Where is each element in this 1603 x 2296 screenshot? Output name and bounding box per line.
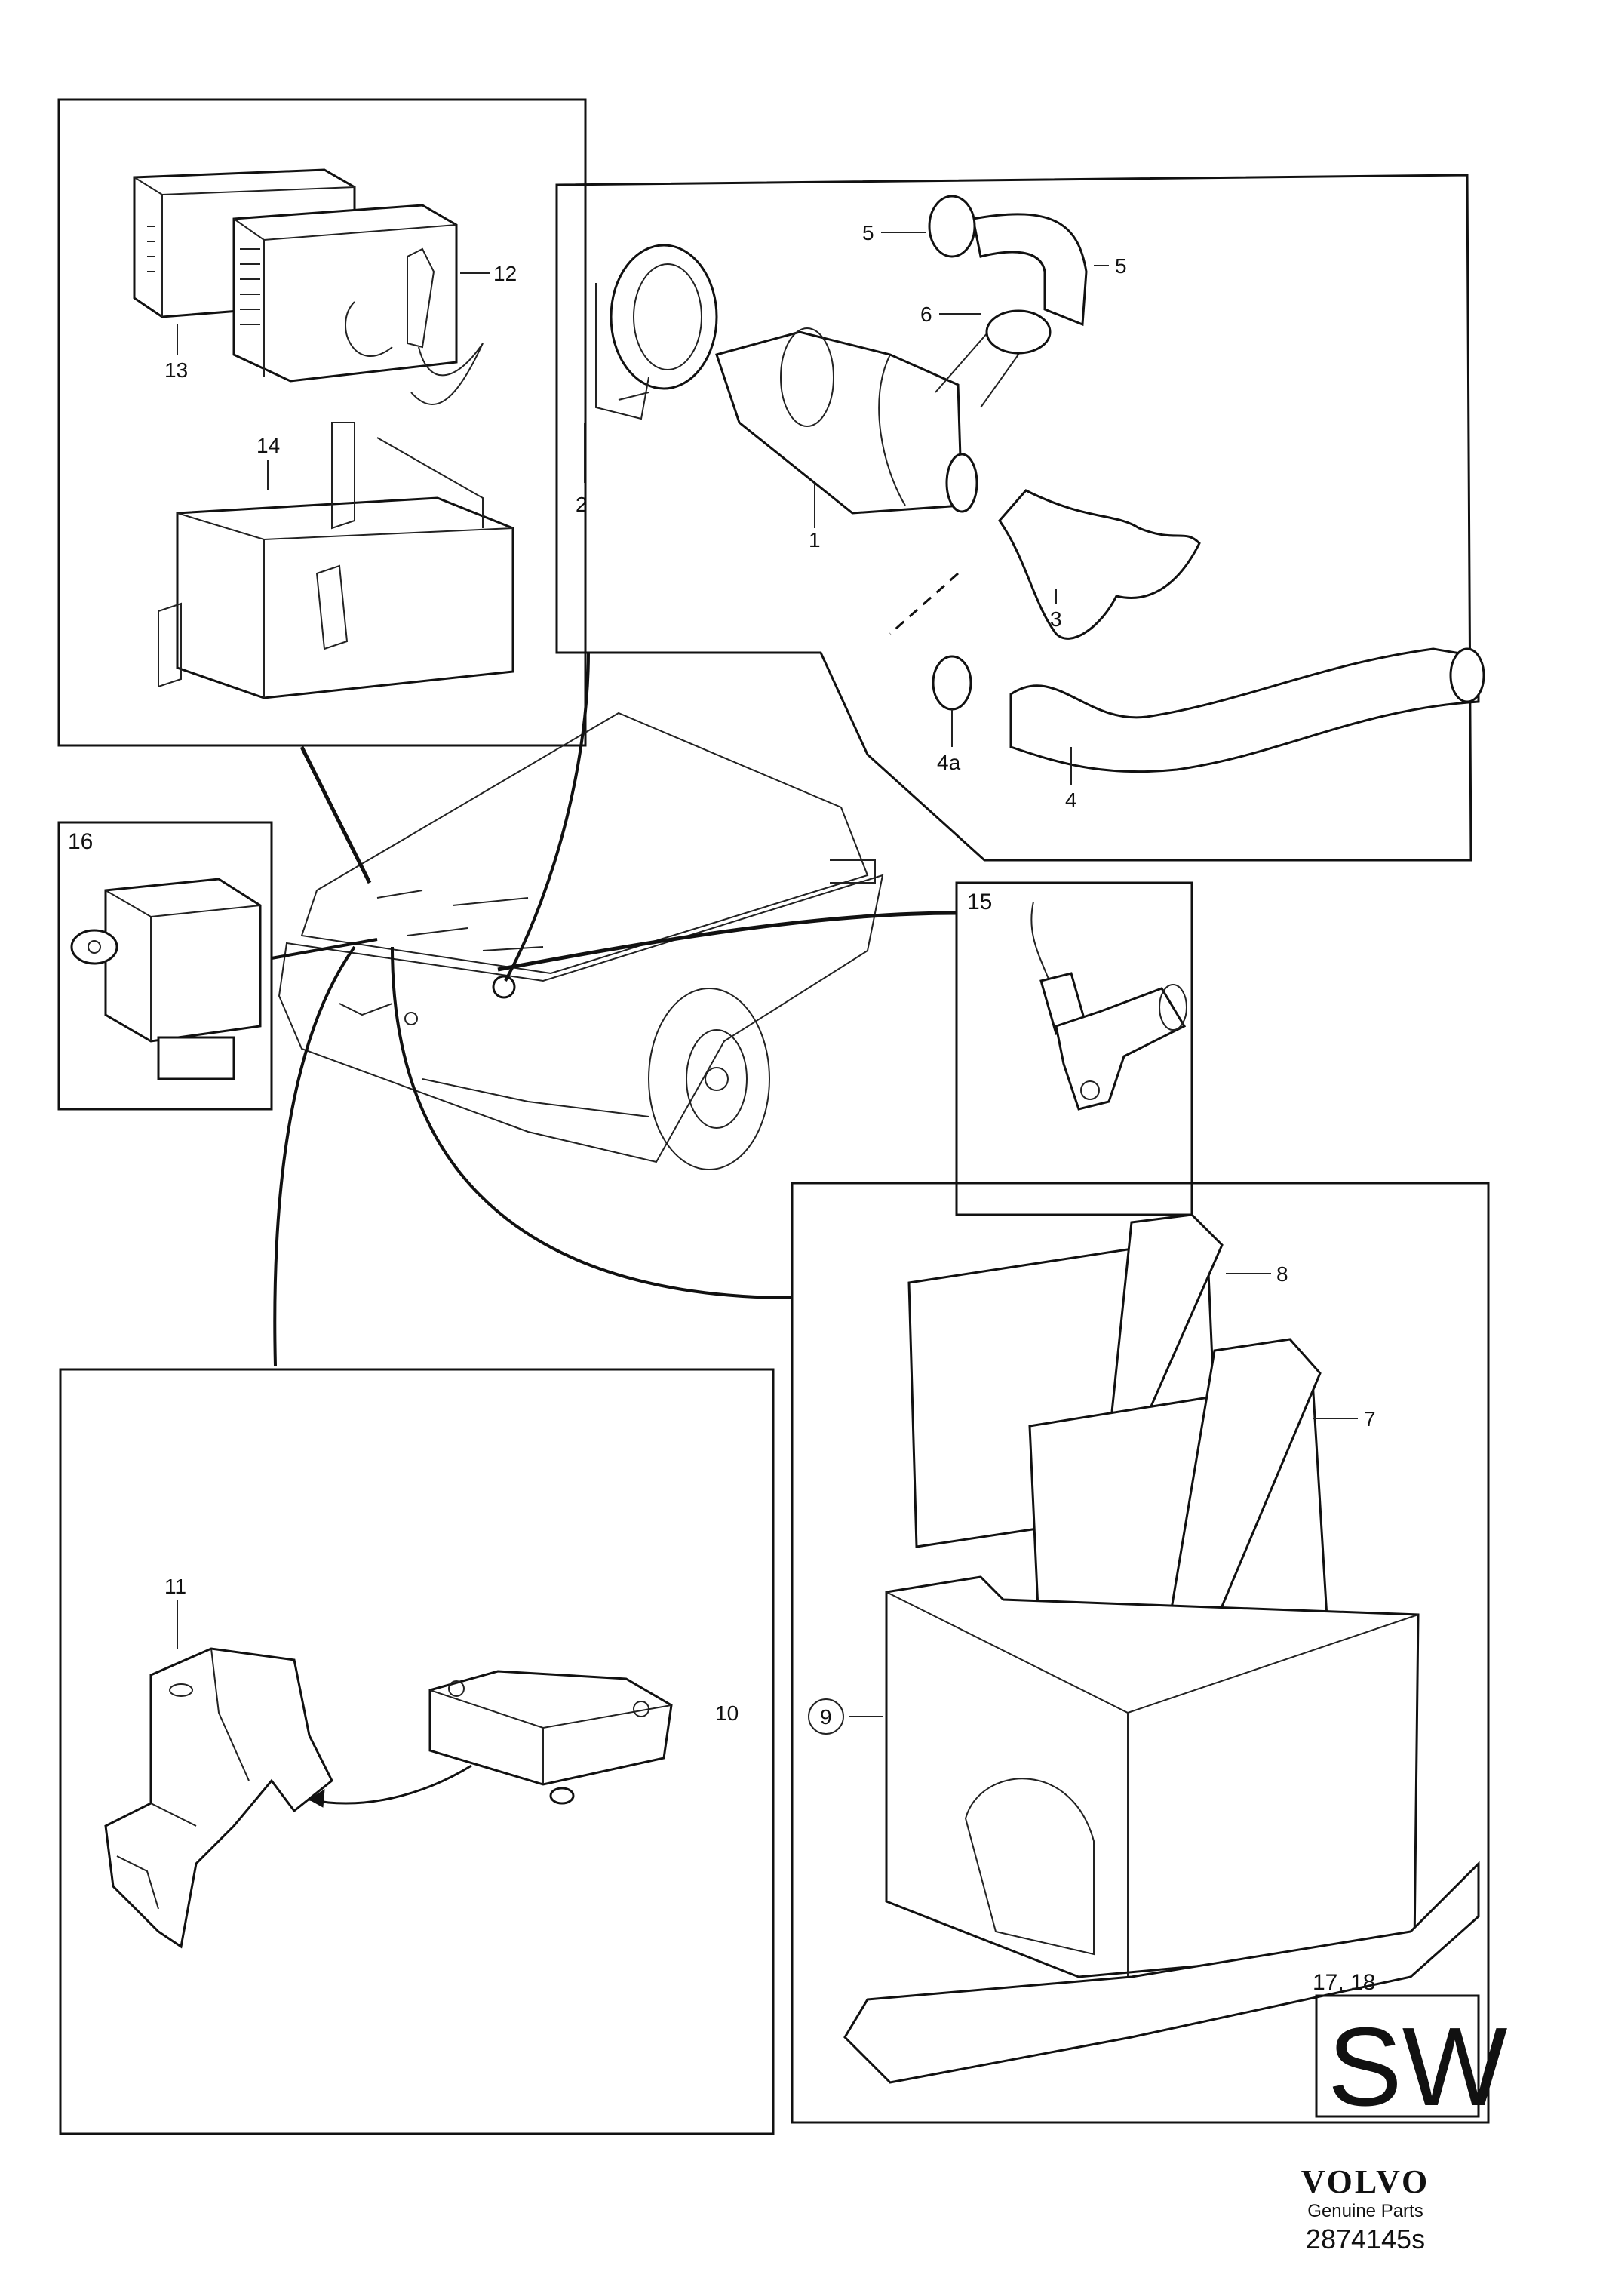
panel-relays: 12 13 14: [57, 98, 587, 747]
variant-models: 17, 18: [1313, 1970, 1375, 1995]
tray-9-drawing: [843, 1575, 1480, 2084]
clamp-6-top-drawing: [928, 195, 976, 258]
sensor-15-drawing: [1030, 901, 1187, 1111]
callout-9-circle: [808, 1698, 844, 1735]
tag-15: 15: [967, 890, 992, 914]
hose-5-drawing: [972, 213, 1088, 327]
volvo-logo: VOLVO: [1301, 2163, 1430, 2200]
panel-idle-valve: 5 5 6 2 1 3 4a 4: [555, 174, 1485, 862]
callout-5-right: 5: [1115, 254, 1127, 278]
hose-3-drawing: [998, 489, 1201, 640]
variant-code: SW: [1328, 2005, 1508, 2129]
panel-16: 16: [57, 821, 273, 1111]
module-10-drawing: [428, 1670, 673, 1805]
connector-lines: [271, 652, 957, 1366]
callout-12: 12: [493, 262, 517, 285]
module-16-drawing: [70, 878, 262, 1080]
callout-9: 9: [820, 1705, 832, 1729]
brand-subtitle: Genuine Parts: [1307, 2201, 1423, 2221]
diagram-reference: 2874145s: [1305, 2224, 1426, 2255]
bracket-11-drawing: [104, 1647, 333, 1949]
callout-8: 8: [1276, 1262, 1288, 1286]
callout-3: 3: [1050, 607, 1062, 631]
clamp-4a-drawing: [932, 655, 972, 711]
hose-4-drawing: [1009, 647, 1480, 773]
panel-ecu: 8 7 9 17, 18 SW: [791, 1182, 1508, 2129]
car-drawing: [278, 712, 884, 1170]
callout-1: 1: [809, 528, 821, 552]
callout-4: 4: [1065, 788, 1077, 812]
callout-2: 2: [576, 493, 588, 516]
callout-14: 14: [256, 434, 280, 457]
callout-11: 11: [164, 1575, 186, 1598]
callout-6-mid: 6: [920, 303, 932, 326]
callout-4a: 4a: [937, 751, 961, 774]
variant-box: 17, 18 SW: [1313, 1970, 1508, 2129]
bracket-2-drawing: [595, 244, 718, 420]
valve-1-drawing: [715, 327, 1020, 515]
relay-12-drawing: [232, 204, 484, 405]
clamp-6-mid-drawing: [985, 309, 1052, 355]
tag-16: 16: [68, 829, 93, 854]
panel-15: 15: [955, 881, 1193, 1216]
bracket-14-drawing: [158, 422, 514, 699]
brand-block: VOLVO Genuine Parts 2874145s: [1271, 2164, 1460, 2256]
callout-7: 7: [1364, 1407, 1376, 1431]
callout-5-left: 5: [862, 221, 874, 244]
callout-13: 13: [164, 358, 188, 382]
callout-10: 10: [715, 1701, 739, 1725]
panel-sensor-bracket: 11 10: [59, 1368, 775, 2135]
